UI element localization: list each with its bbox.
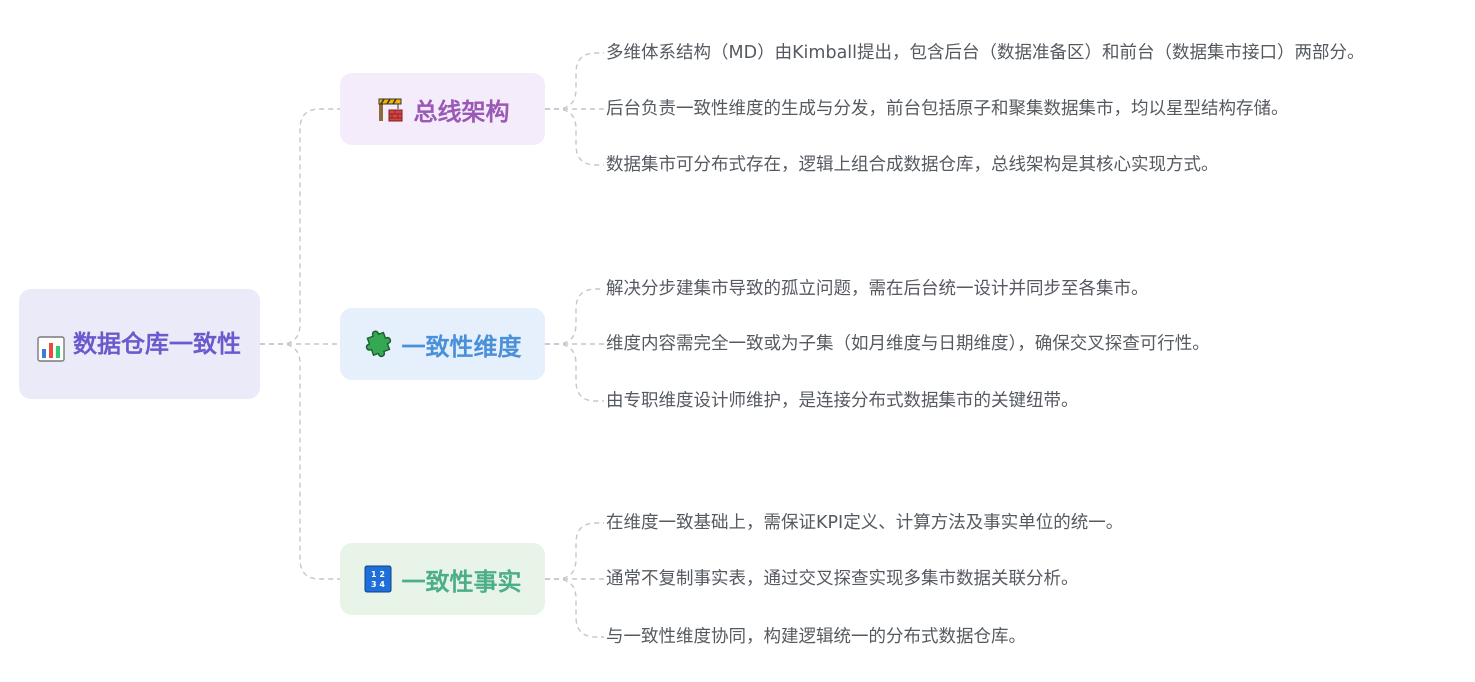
leaf-topic[interactable]: 后台负责一致性维度的生成与分发，前台包括原子和聚集数据集市，均以星型结构存储。 bbox=[606, 99, 1289, 119]
root-topic[interactable]: 数据仓库一致性 bbox=[19, 289, 260, 399]
leaf-topic[interactable]: 数据集市可分布式存在，逻辑上组合成数据仓库，总线架构是其核心实现方式。 bbox=[606, 155, 1219, 175]
leaf-topic[interactable]: 解决分步建集市导致的孤立问题，需在后台统一设计并同步至各集市。 bbox=[606, 279, 1149, 299]
puzzle-piece-icon bbox=[365, 330, 391, 358]
connector-branch-0-leaf-0 bbox=[545, 52, 604, 110]
leaf-topic[interactable]: 由专职维度设计师维护，是连接分布式数据集市的关键纽带。 bbox=[606, 391, 1079, 411]
branch-topic-conformed-dimension[interactable]: 一致性维度 bbox=[340, 308, 545, 380]
leaf-topic[interactable]: 在维度一致基础上，需保证KPI定义、计算方法及事实单位的统一。 bbox=[606, 513, 1124, 533]
branch-topic-conformed-fact[interactable]: 1 2 3 4 一致性事实 bbox=[340, 543, 545, 615]
connector-branch-2-leaf-0 bbox=[545, 522, 604, 580]
connector-branch-1-leaf-0 bbox=[545, 288, 604, 345]
leaf-topic[interactable]: 维度内容需完全一致或为子集（如月维度与日期维度），确保交叉探查可行性。 bbox=[606, 334, 1210, 354]
svg-text:1 2: 1 2 bbox=[371, 570, 385, 579]
branch-label: 一致性事实 bbox=[401, 567, 522, 596]
numbers-1234-icon: 1 2 3 4 bbox=[364, 565, 391, 593]
branch-topic-bus-architecture[interactable]: 总线架构 bbox=[340, 73, 545, 145]
branch-label: 一致性维度 bbox=[401, 332, 522, 361]
connector-root-to-branch-0 bbox=[260, 108, 340, 345]
leaf-topic[interactable]: 多维体系结构（MD）由Kimball提出，包含后台（数据准备区）和前台（数据集市… bbox=[606, 43, 1365, 63]
connector-branch-0-leaf-2 bbox=[545, 108, 604, 166]
svg-text:3 4: 3 4 bbox=[371, 580, 385, 589]
construction-icon bbox=[378, 98, 402, 122]
connector-root-to-branch-2 bbox=[260, 343, 340, 580]
connector-branch-1-leaf-2 bbox=[545, 343, 604, 402]
leaf-topic[interactable]: 与一致性维度协同，构建逻辑统一的分布式数据仓库。 bbox=[606, 627, 1026, 647]
connector-branch-2-leaf-2 bbox=[545, 578, 604, 638]
bar-chart-icon bbox=[37, 336, 65, 362]
branch-label: 总线架构 bbox=[413, 97, 510, 126]
root-topic-label: 数据仓库一致性 bbox=[73, 330, 241, 358]
leaf-topic[interactable]: 通常不复制事实表，通过交叉探查实现多集市数据关联分析。 bbox=[606, 569, 1079, 589]
